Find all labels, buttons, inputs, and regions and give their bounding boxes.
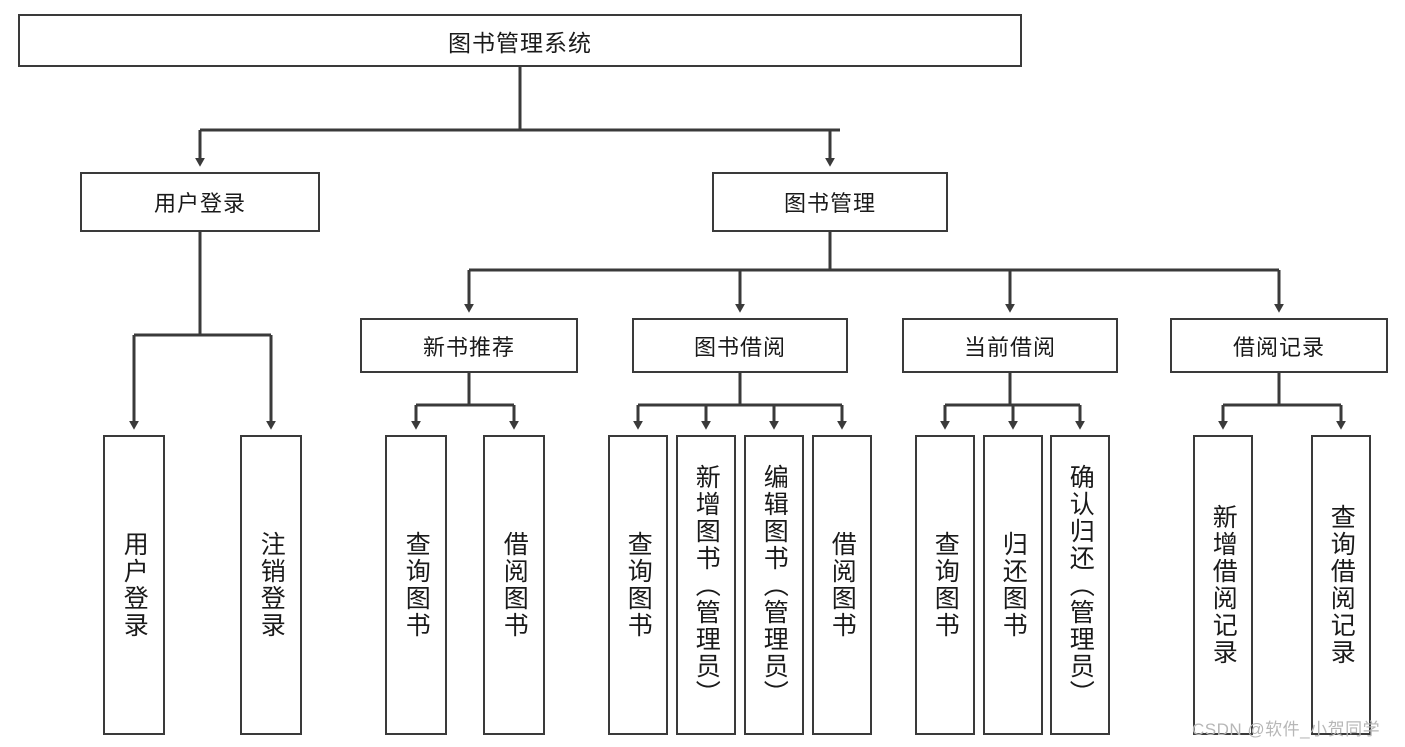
node-new-book-recommendation-label: 新书推荐 (422, 334, 515, 360)
node-leaf-add-borrow-record-label: 新增借阅记录 (1209, 504, 1238, 666)
node-leaf-user-login[interactable]: 用户登录 (103, 435, 165, 735)
node-leaf-query-book-recommend-label: 查询图书 (402, 531, 431, 639)
node-leaf-query-borrow-record[interactable]: 查询借阅记录 (1311, 435, 1371, 735)
node-book-management-label: 图书管理 (783, 191, 876, 216)
node-leaf-return-book[interactable]: 归还图书 (983, 435, 1043, 735)
node-current-borrow[interactable]: 当前借阅 (902, 318, 1118, 373)
node-leaf-add-book-label: 新增图书（管理员） (692, 463, 721, 707)
node-leaf-edit-book[interactable]: 编辑图书（管理员） (744, 435, 804, 735)
node-leaf-query-book-borrow[interactable]: 查询图书 (608, 435, 668, 735)
node-current-borrow-label: 当前借阅 (963, 334, 1056, 360)
node-book-borrow-label: 图书借阅 (693, 334, 786, 360)
node-leaf-add-book[interactable]: 新增图书（管理员） (676, 435, 736, 735)
node-root-label: 图书管理系统 (448, 29, 592, 56)
node-leaf-confirm-return-label: 确认归还（管理员） (1066, 463, 1095, 707)
node-borrow-record[interactable]: 借阅记录 (1170, 318, 1388, 373)
node-leaf-borrow-book[interactable]: 借阅图书 (812, 435, 872, 735)
node-borrow-record-label: 借阅记录 (1232, 334, 1325, 360)
node-user-login-label: 用户登录 (153, 191, 246, 216)
node-leaf-query-book-borrow-label: 查询图书 (624, 531, 653, 639)
node-leaf-query-book-current[interactable]: 查询图书 (915, 435, 975, 735)
node-leaf-borrow-book-recommend-label: 借阅图书 (500, 531, 529, 639)
node-leaf-user-login-label: 用户登录 (120, 531, 149, 639)
node-leaf-logout[interactable]: 注销登录 (240, 435, 302, 735)
node-leaf-query-book-recommend[interactable]: 查询图书 (385, 435, 447, 735)
node-leaf-query-borrow-record-label: 查询借阅记录 (1327, 504, 1356, 666)
node-book-management[interactable]: 图书管理 (712, 172, 948, 232)
node-leaf-query-book-current-label: 查询图书 (931, 531, 960, 639)
node-user-login[interactable]: 用户登录 (80, 172, 320, 232)
node-leaf-borrow-book-label: 借阅图书 (828, 531, 857, 639)
node-leaf-edit-book-label: 编辑图书（管理员） (760, 463, 789, 707)
csdn-watermark: CSDN @软件_小贺同学 (1192, 720, 1381, 739)
node-new-book-recommendation[interactable]: 新书推荐 (360, 318, 578, 373)
node-book-borrow[interactable]: 图书借阅 (632, 318, 848, 373)
node-leaf-logout-label: 注销登录 (257, 531, 286, 639)
node-root[interactable]: 图书管理系统 (18, 14, 1022, 67)
node-leaf-confirm-return[interactable]: 确认归还（管理员） (1050, 435, 1110, 735)
node-leaf-add-borrow-record[interactable]: 新增借阅记录 (1193, 435, 1253, 735)
node-leaf-borrow-book-recommend[interactable]: 借阅图书 (483, 435, 545, 735)
node-leaf-return-book-label: 归还图书 (999, 531, 1028, 639)
